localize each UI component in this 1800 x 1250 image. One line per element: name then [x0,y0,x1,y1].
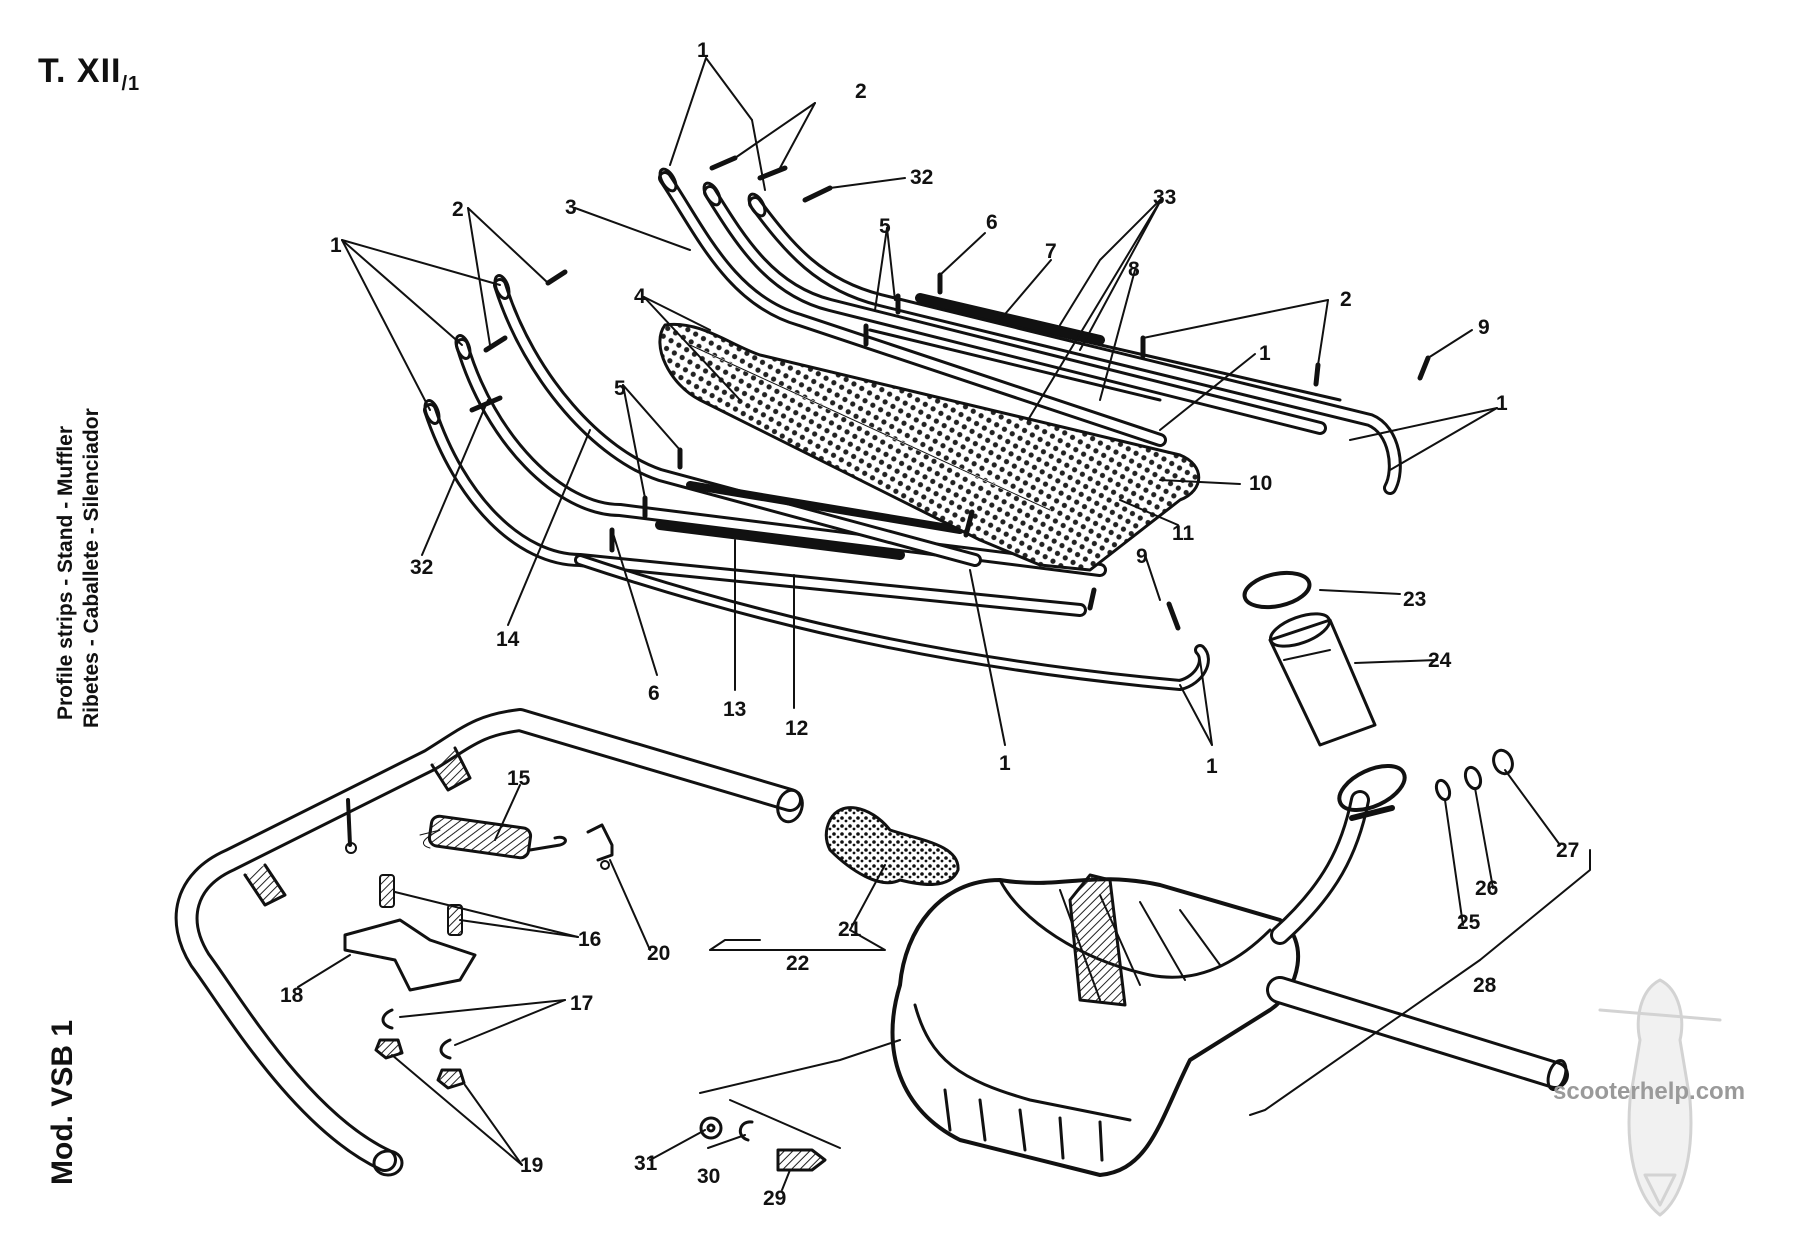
leader-lines [297,57,1591,1191]
callout-label: 1 [1496,392,1508,415]
callout-label: 22 [786,952,809,975]
callout-label: 10 [1249,472,1272,495]
spring-clip [586,823,614,870]
floor-mat-mesh [658,322,1201,572]
watermark-scooter-icon [1598,978,1722,1217]
callout-label: 19 [520,1154,543,1177]
plate-number-main: T. XII [38,52,122,90]
callout-label: 1 [1259,342,1271,365]
callout-label: 11 [1172,522,1195,545]
right-profile-strips [658,167,1402,495]
callout-label: 32 [910,166,933,189]
callout-label: 5 [614,377,626,400]
callout-label: 8 [1128,258,1140,281]
callout-label: 6 [648,682,660,705]
callout-label: 27 [1556,839,1579,862]
callout-label: 24 [1428,649,1452,672]
muffler [890,763,1569,1177]
exhaust-nuts-washers [1434,748,1514,802]
stand-bracket [343,874,477,992]
plate-number: T. XII/1 [38,52,140,96]
stand-spring [419,814,567,860]
callout-label: 31 [634,1152,658,1175]
callout-label: 2 [855,80,867,103]
callout-label: 23 [1403,588,1426,611]
callout-label: 13 [723,698,746,721]
callout-label: 21 [838,918,862,941]
callout-label: 29 [763,1187,786,1210]
left-profile-strips [423,274,1210,691]
watermark-text: scooterhelp.com [1553,1078,1746,1105]
callout-label: 30 [697,1165,720,1188]
muffler-bolt-washers [699,1116,827,1172]
callout-label: 1 [697,39,709,62]
stand-foot-rubber [824,806,960,886]
callout-label: 9 [1136,545,1148,568]
stand-clips-nuts [374,1008,466,1090]
callout-label: 32 [410,556,433,579]
callout-label: 9 [1478,316,1490,339]
callout-label: 2 [1340,288,1352,311]
callout-label: 16 [578,928,601,951]
callout-label: 28 [1473,974,1497,997]
callout-label: 7 [1045,240,1057,263]
gasket-ring [1242,570,1312,610]
callout-label: 1 [1206,755,1218,778]
callout-label: 33 [1153,186,1176,209]
callout-label: 6 [986,211,998,234]
callout-label: 4 [634,285,646,308]
callout-label: 1 [999,752,1011,775]
callout-label: 2 [452,198,464,221]
callout-label: 17 [570,992,593,1015]
callout-label: 15 [507,767,531,790]
callout-labels: 1 2 32 3 33 5 6 7 8 2 9 1 1 10 11 4 2 1 … [280,39,1579,1210]
callout-label: 5 [879,215,891,238]
plate-number-sub: /1 [121,72,141,95]
center-stand [174,708,804,1177]
callout-label: 1 [330,234,342,257]
callout-label: 12 [785,717,808,740]
callout-label: 3 [565,196,577,219]
callout-label: 26 [1475,877,1498,900]
callout-label: 18 [280,984,304,1007]
callout-label: 25 [1457,911,1481,934]
callout-label: 20 [647,942,670,965]
callout-label: 14 [496,628,520,651]
exhaust-sleeve [1268,612,1377,747]
